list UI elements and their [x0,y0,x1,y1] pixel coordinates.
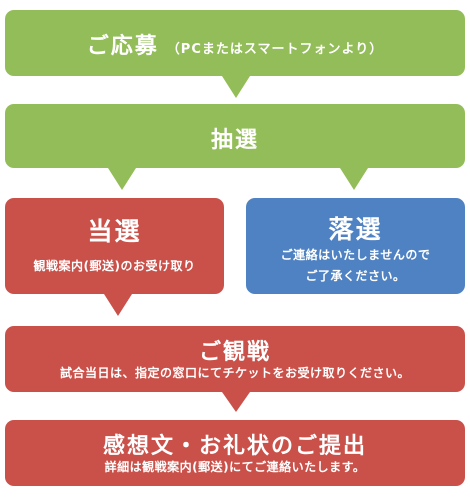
step-win-note: 観戦案内(郵送)のお受け取り [33,259,196,273]
step-apply-title: ご応募 [86,34,159,59]
arrow-lottery-to-lose [340,168,368,190]
step-lose: 落選 ご連絡はいたしませんので ご了承ください。 [246,198,465,294]
arrow-watch-to-report [222,392,250,412]
step-lottery-title: 抽選 [210,128,259,153]
arrow-apply-to-lottery [222,76,250,98]
step-lose-note-line2: ご了承ください。 [305,269,406,283]
step-apply-title-line: ご応募 （PCまたはスマートフォンより） [5,28,465,60]
step-lose-note: ご連絡はいたしませんので ご了承ください。 [246,245,465,287]
step-report-title: 感想文・お礼状のご提出 [102,434,367,459]
step-lose-note-line1: ご連絡はいたしませんので [280,248,431,262]
arrow-win-to-watch [104,294,132,316]
step-watch-note: 試合当日は、指定の窓口にてチケットをお受け取りください。 [59,366,410,380]
step-report: 感想文・お礼状のご提出 詳細は観戦案内(郵送)にてご連絡いたします。 [5,420,465,486]
step-win: 当選 観戦案内(郵送)のお受け取り [5,198,224,294]
step-lose-title: 落選 [328,215,383,244]
step-apply: ご応募 （PCまたはスマートフォンより） [5,10,465,76]
step-lottery: 抽選 [5,104,465,168]
step-apply-subtitle: （PCまたはスマートフォンより） [166,42,384,57]
step-win-title: 当選 [87,217,142,246]
arrow-lottery-to-win [108,168,136,190]
step-watch-title: ご観戦 [198,340,271,365]
step-report-note: 詳細は観戦案内(郵送)にてご連絡いたします。 [104,460,366,474]
step-watch: ご観戦 試合当日は、指定の窓口にてチケットをお受け取りください。 [5,326,465,392]
